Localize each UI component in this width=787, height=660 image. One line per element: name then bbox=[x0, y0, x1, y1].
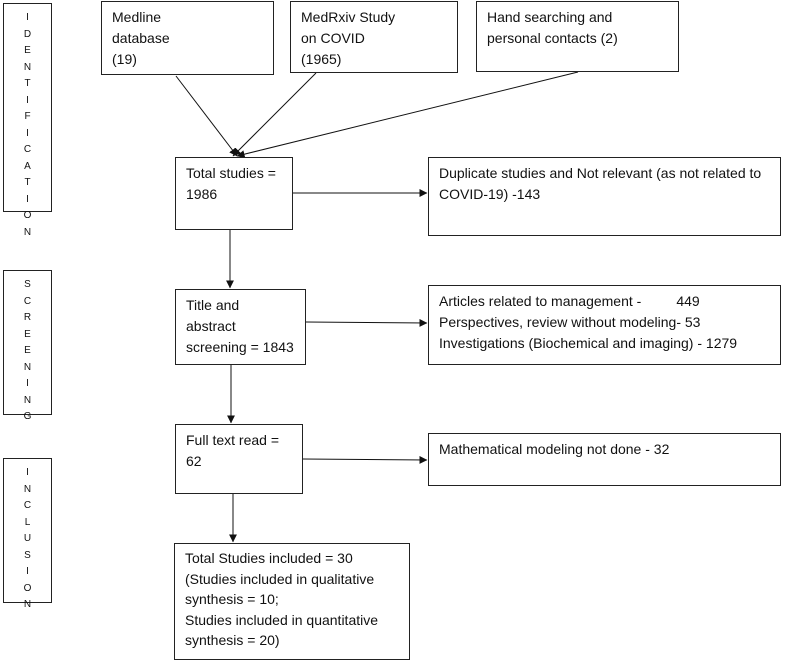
stage-letter: I bbox=[26, 94, 29, 106]
box-excluded-articles: Articles related to management - 449 Per… bbox=[428, 285, 781, 365]
stage-letter: I bbox=[26, 193, 29, 205]
stage-letter: S bbox=[24, 549, 31, 561]
stage-letter: I bbox=[26, 378, 29, 389]
box-line: synthesis = 20) bbox=[185, 632, 280, 648]
box-line: Duplicate studies and Not relevant (as n… bbox=[439, 165, 762, 181]
box-modeling-not-done: Mathematical modeling not done - 32 bbox=[428, 433, 781, 486]
stage-letter: G bbox=[23, 411, 32, 422]
box-hand-searching: Hand searching and personal contacts (2) bbox=[476, 1, 679, 72]
stage-letter: R bbox=[23, 312, 32, 323]
box-medrxiv-study: MedRxiv Study on COVID (1965) bbox=[290, 1, 458, 73]
box-line: database bbox=[112, 30, 170, 46]
box-line: (19) bbox=[112, 51, 137, 67]
box-medline-database: Medline database (19) bbox=[101, 1, 274, 75]
arrow-medline-to-total bbox=[175, 75, 238, 157]
stage-letter: E bbox=[24, 45, 31, 56]
box-title-abstract-screening: Title and abstract screening = 1843 bbox=[175, 289, 306, 365]
stage-letter: I bbox=[26, 566, 29, 577]
stage-letter: N bbox=[23, 599, 32, 610]
stage-letter: T bbox=[24, 177, 31, 188]
box-line: (Studies included in qualitative bbox=[185, 570, 375, 587]
stage-letter: U bbox=[23, 533, 32, 544]
stage-letter: N bbox=[23, 361, 32, 373]
stage-letter: C bbox=[23, 144, 32, 155]
box-line: abstract bbox=[186, 318, 236, 334]
box-line: on COVID bbox=[301, 30, 365, 46]
box-line: Mathematical modeling not done - 32 bbox=[439, 441, 670, 457]
stage-letter: N bbox=[23, 483, 32, 495]
stage-letter: S bbox=[24, 279, 31, 290]
box-line: screening = 1843 bbox=[186, 339, 294, 355]
box-line: COVID-19) -143 bbox=[439, 186, 541, 202]
box-line: Title and bbox=[186, 297, 240, 313]
stage-inclusion: I N C L U S I O N bbox=[3, 458, 52, 610]
stage-letter: N bbox=[23, 61, 32, 73]
arrow-fulltext-to-notmodeling bbox=[302, 455, 428, 464]
stage-screening: S C R E E N I N G bbox=[3, 270, 52, 422]
stage-letter: D bbox=[23, 28, 32, 40]
stage-letter: I bbox=[26, 467, 29, 478]
arrow-hand-to-total bbox=[236, 71, 579, 159]
box-line: (1965) bbox=[301, 51, 342, 67]
stage-letter: O bbox=[23, 582, 32, 594]
box-total-studies: Total studies = 1986 bbox=[175, 157, 293, 230]
box-line: Hand searching and bbox=[487, 9, 613, 25]
box-line: synthesis = 10; bbox=[185, 591, 279, 607]
box-line: 1986 bbox=[186, 186, 218, 202]
box-line: Medline bbox=[112, 9, 162, 25]
box-line: 62 bbox=[186, 453, 202, 469]
box-line: Total Studies included = 30 bbox=[185, 550, 353, 566]
stage-letter: F bbox=[24, 111, 31, 122]
box-line: Total studies = bbox=[186, 165, 276, 181]
box-line: Full text read = bbox=[186, 432, 279, 448]
stage-letter: C bbox=[23, 295, 32, 307]
arrow-screening-to-excluded bbox=[305, 318, 428, 327]
stage-letter: I bbox=[26, 12, 29, 23]
box-line: Investigations (Biochemical and imaging)… bbox=[439, 335, 738, 351]
stage-letter: E bbox=[24, 345, 31, 356]
stage-letter: O bbox=[23, 210, 32, 221]
stage-letter: T bbox=[24, 78, 31, 89]
box-line: MedRxiv Study bbox=[301, 9, 396, 25]
stage-identification: I D E N T I F I C A T I O N bbox=[3, 3, 52, 238]
box-line: Articles related to management - 449 bbox=[439, 293, 700, 309]
box-line: Perspectives, review without modeling- 5… bbox=[439, 314, 701, 330]
stage-letter: N bbox=[23, 226, 32, 238]
stage-letter: N bbox=[23, 394, 32, 406]
box-line: Studies included in quantitative bbox=[185, 611, 379, 628]
stage-letter: E bbox=[24, 328, 31, 340]
box-full-text-read: Full text read = 62 bbox=[175, 424, 303, 494]
box-total-studies-included: Total Studies included = 30 (Studies inc… bbox=[174, 543, 410, 660]
stage-letter: C bbox=[23, 500, 32, 511]
stage-letter: A bbox=[24, 160, 31, 172]
box-duplicate-studies: Duplicate studies and Not relevant (as n… bbox=[428, 157, 781, 236]
stage-letter: L bbox=[24, 516, 31, 528]
box-line: personal contacts (2) bbox=[487, 30, 618, 46]
stage-letter: I bbox=[26, 127, 29, 139]
arrow-medrxiv-to-total bbox=[232, 72, 317, 157]
